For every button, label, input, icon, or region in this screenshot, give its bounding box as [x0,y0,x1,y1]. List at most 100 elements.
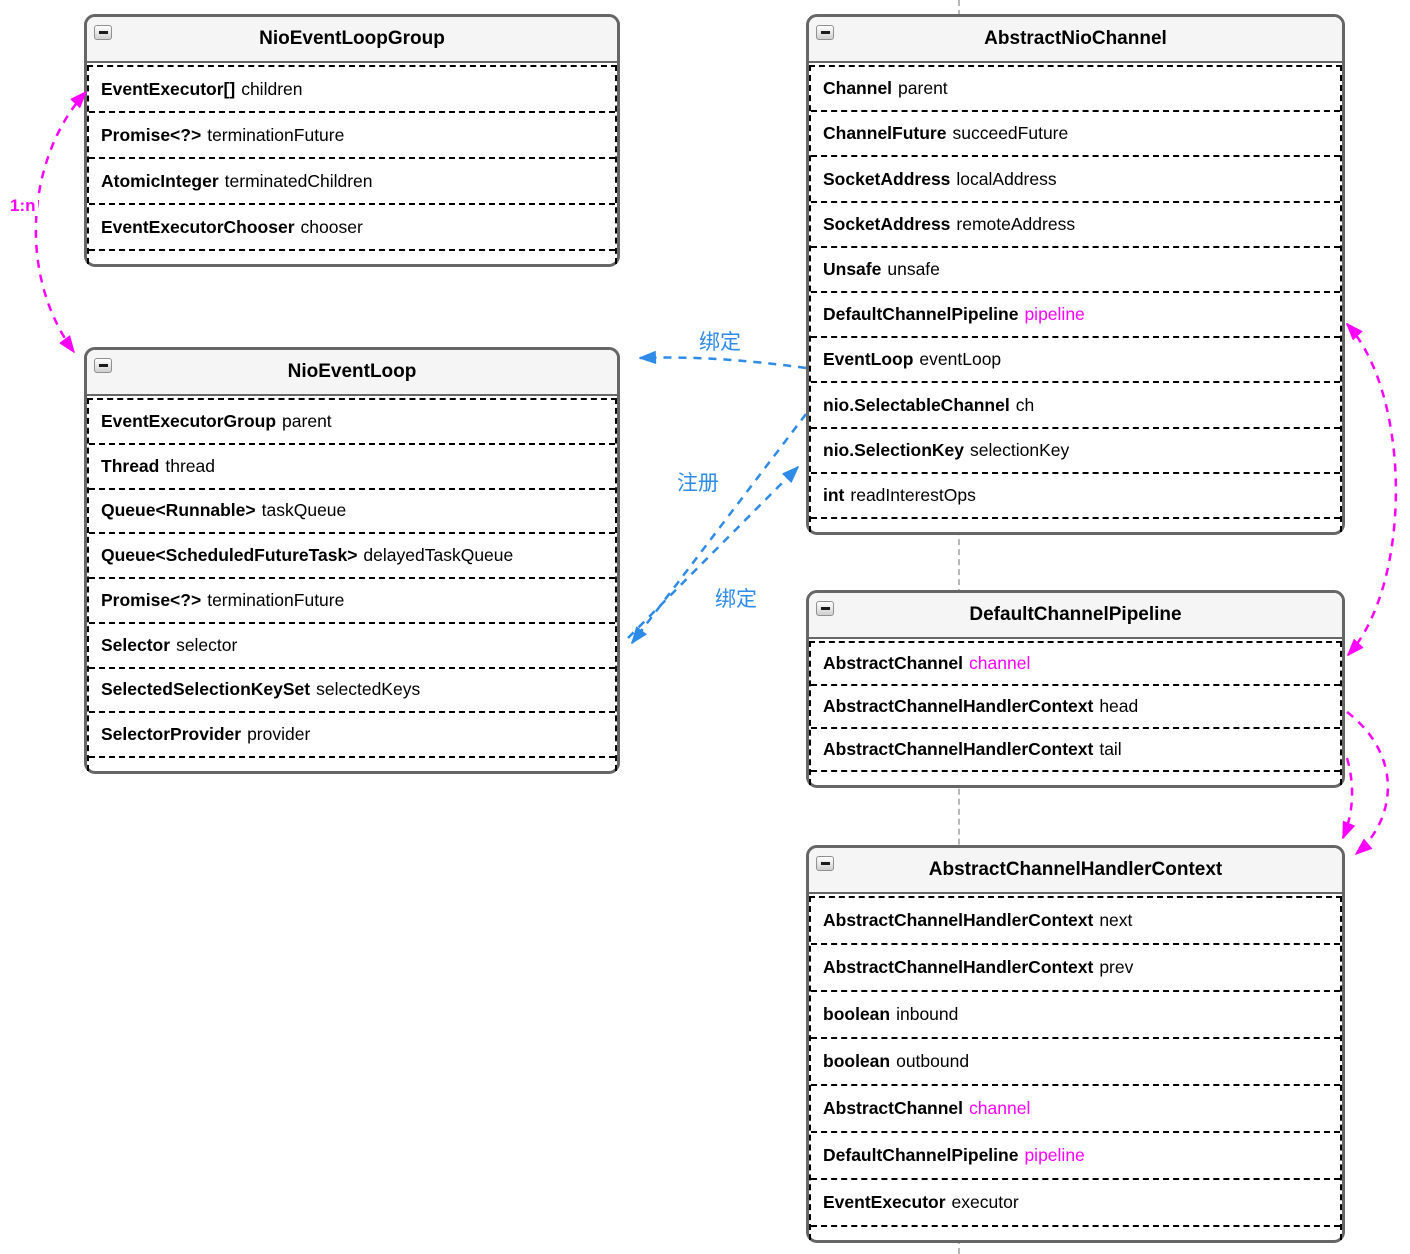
field-type: boolean [823,1051,891,1071]
field-type: AbstractChannelHandlerContext [823,739,1094,759]
edge-bind-eventloop[interactable] [639,350,807,370]
field-type: AbstractChannelHandlerContext [823,957,1094,977]
field-row-terminationFuture[interactable]: Promise<?>terminationFuture [89,579,615,624]
field-type: Promise<?> [101,124,202,145]
field-type: EventExecutorGroup [101,410,277,431]
minus-glyph [98,364,108,367]
field-name: eventLoop [919,349,1002,370]
field-name: pipeline [1024,1145,1085,1165]
class-title-bar: NioEventLoopGroup [87,17,617,63]
field-name: localAddress [956,168,1057,189]
field-name: remoteAddress [956,213,1076,234]
class-title-text: NioEventLoopGroup [259,28,445,49]
minus-glyph [820,607,830,610]
field-name: thread [165,455,215,476]
field-name: terminationFuture [207,589,345,610]
field-type: EventLoop [823,349,914,370]
class-title-text: AbstractChannelHandlerContext [928,859,1223,880]
field-type: Selector [101,634,171,655]
edge-label-bind-eventloop: 绑定 [697,331,743,356]
collapse-minus-icon[interactable] [94,25,112,40]
field-type: int [823,484,845,505]
field-name: channel [969,1098,1031,1118]
field-type: AbstractChannelHandlerContext [823,910,1094,930]
edge-label-one-to-n: 1:n [8,196,38,216]
collapse-minus-icon[interactable] [816,856,834,871]
field-type: SocketAddress [823,168,951,189]
class-title-bar: DefaultChannelPipeline [809,593,1342,639]
field-name: channel [969,653,1031,673]
field-name: selector [176,634,238,655]
minus-glyph [820,31,830,34]
edge-one-to-n[interactable] [34,91,87,353]
field-type: ChannelFuture [823,123,947,144]
field-type: Queue<ScheduledFutureTask> [101,545,358,566]
field-row-terminationFuture[interactable]: Promise<?>terminationFuture [89,113,615,159]
field-row-children[interactable]: EventExecutor[]children [89,67,615,113]
field-row-delayedTaskQueue[interactable]: Queue<ScheduledFutureTask>delayedTaskQue… [89,534,615,579]
class-title-bar: NioEventLoop [87,350,617,396]
field-name: prev [1099,957,1134,977]
minus-glyph [820,862,830,865]
field-name: chooser [300,216,363,237]
class-title-text: NioEventLoop [287,361,417,382]
field-name: parent [282,410,332,431]
field-type: Queue<Runnable> [101,500,256,521]
edge-head-context[interactable] [1346,711,1390,855]
class-title-text: AbstractNioChannel [984,28,1167,49]
field-name: head [1099,696,1139,716]
field-name: parent [898,78,948,99]
field-type: Channel [823,78,893,99]
field-name: next [1099,910,1133,930]
field-name: terminationFuture [207,124,345,145]
field-name: unsafe [887,258,940,279]
field-type: DefaultChannelPipeline [823,304,1019,325]
class-title-bar: AbstractNioChannel [809,17,1342,63]
collapse-minus-icon[interactable] [816,25,834,40]
field-type: SocketAddress [823,213,951,234]
field-name: tail [1099,739,1122,759]
collapse-minus-icon[interactable] [94,358,112,373]
field-row-taskQueue[interactable]: Queue<Runnable>taskQueue [89,490,615,535]
edge-pipeline-channel[interactable] [1346,323,1398,656]
field-type: EventExecutor [823,1192,946,1212]
collapse-minus-icon[interactable] [816,601,834,616]
field-name: pipeline [1024,304,1085,325]
